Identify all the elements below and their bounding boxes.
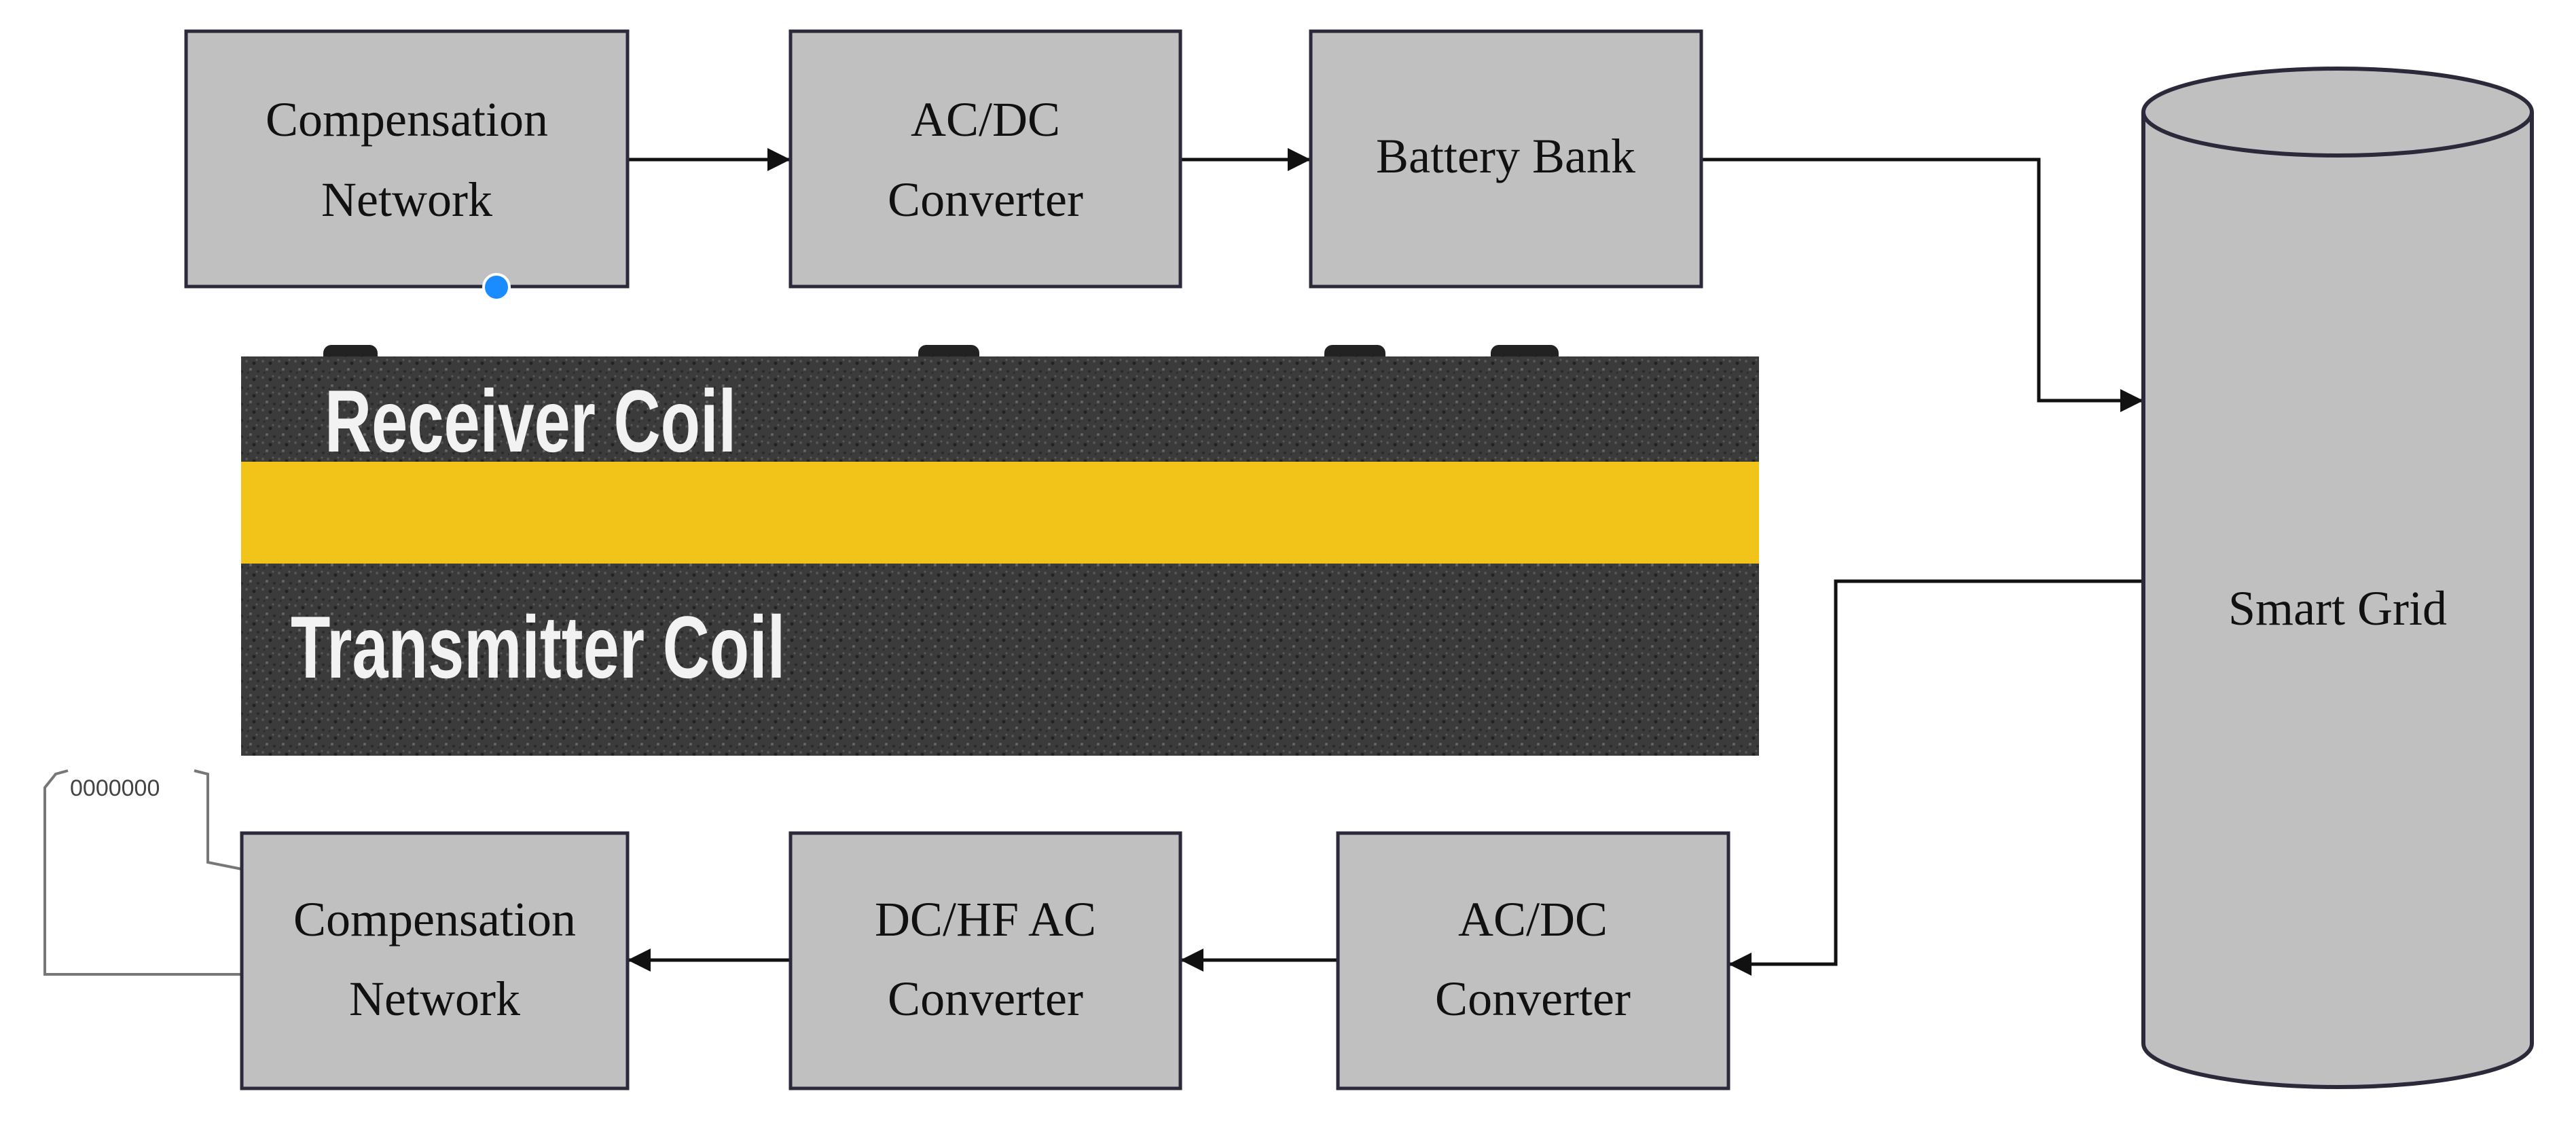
battery-bank-box[interactable]: Battery Bank	[1309, 29, 1703, 289]
road-image: Receiver Coil Transmitter Coil	[241, 345, 1759, 756]
coil-icon: 0000000	[43, 769, 242, 976]
dc-hf-ac-converter-box[interactable]: DC/HF AC Converter	[788, 831, 1182, 1090]
arrow-battery-to-smart-grid	[1701, 158, 2143, 412]
yellow-stripe	[241, 462, 1759, 564]
compensation-network-label-line2: Network	[349, 972, 520, 1026]
compensation-network-box-bottom[interactable]: Compensation Network	[240, 831, 630, 1090]
smart-grid-label: Smart Grid	[2228, 581, 2447, 636]
dc-hf-ac-converter-label-line1: DC/HF AC	[875, 892, 1096, 947]
smart-grid-cylinder[interactable]: Smart Grid	[2141, 67, 2534, 1089]
compensation-network-label-line2: Network	[321, 172, 492, 227]
compensation-network-label-line1: Compensation	[266, 92, 548, 147]
battery-bank-label: Battery Bank	[1376, 129, 1635, 183]
ac-dc-converter-label-line2: Converter	[1435, 972, 1631, 1026]
dc-hf-ac-converter-label-line2: Converter	[888, 972, 1083, 1026]
ac-dc-converter-label-line2: Converter	[888, 172, 1083, 227]
compensation-network-label-line1: Compensation	[293, 892, 576, 947]
ac-dc-converter-label-line1: AC/DC	[911, 92, 1060, 147]
arrow-smart-grid-to-acdc-bottom	[1728, 579, 2143, 976]
ac-dc-converter-box-bottom[interactable]: AC/DC Converter	[1336, 831, 1730, 1090]
ac-dc-converter-label-line1: AC/DC	[1458, 892, 1608, 947]
coil-text: 0000000	[70, 775, 160, 801]
compensation-network-box-top[interactable]: Compensation Network	[184, 29, 630, 289]
connections	[628, 148, 2143, 976]
selection-handle-icon[interactable]	[482, 273, 511, 301]
ac-dc-converter-box-top[interactable]: AC/DC Converter	[788, 29, 1182, 289]
receiver-coil-label: Receiver Coil	[325, 373, 736, 471]
transmitter-coil-label: Transmitter Coil	[291, 599, 785, 697]
